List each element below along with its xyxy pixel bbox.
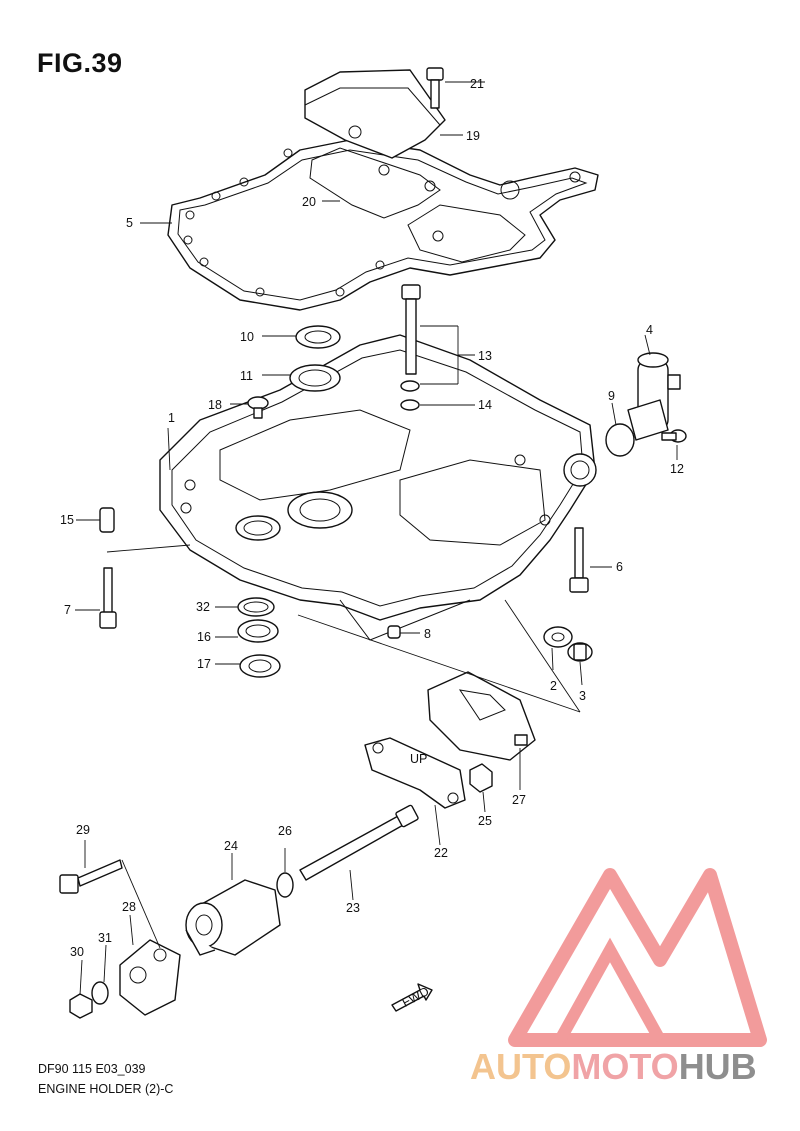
stud-23 [299, 804, 419, 881]
circlip-32 [237, 597, 275, 617]
rubber-mount-24 [185, 879, 281, 956]
callout-10: 10 [240, 330, 254, 344]
pin-8 [387, 625, 401, 639]
bolt-21 [426, 67, 444, 109]
o-ring-9 [605, 423, 635, 457]
nut-30 [69, 993, 93, 1019]
nut-25 [469, 763, 493, 793]
callout-29: 29 [76, 823, 90, 837]
bearing-16 [237, 619, 279, 643]
callout-1: 1 [168, 411, 175, 425]
washer-26 [276, 872, 294, 898]
screw-18 [247, 396, 269, 419]
callout-14: 14 [478, 398, 492, 412]
callout-13: 13 [478, 349, 492, 363]
callout-28: 28 [122, 900, 136, 914]
callout-11: 11 [240, 369, 253, 383]
callout-18: 18 [208, 398, 222, 412]
seal-17 [239, 654, 281, 678]
leader-lines [75, 81, 678, 996]
seal-10 [295, 325, 341, 349]
callout-26: 26 [278, 824, 292, 838]
bolt-29 [59, 859, 123, 894]
dowel-pin-15 [99, 507, 115, 533]
watermark-part-auto: AUTO [470, 1046, 572, 1087]
plate-up-mark: UP [410, 752, 427, 766]
bolt-6 [569, 527, 589, 593]
bolt-13 [401, 284, 421, 375]
callout-3: 3 [579, 689, 586, 703]
callout-7: 7 [64, 603, 71, 617]
watermark-text: AUTOMOTOHUB [470, 1046, 757, 1088]
callout-25: 25 [478, 814, 492, 828]
callout-12: 12 [670, 462, 684, 476]
callout-19: 19 [466, 129, 480, 143]
figure-title: FIG.39 [37, 48, 123, 78]
callout-22: 22 [434, 846, 448, 860]
bolt-7 [99, 567, 117, 629]
callout-8: 8 [424, 627, 431, 641]
plug-3 [567, 642, 593, 662]
gasket-5 [167, 139, 599, 311]
fitting-4 [627, 352, 681, 441]
cover-plate-19 [304, 69, 446, 159]
fwd-label: FWD [400, 984, 432, 1010]
callout-2: 2 [550, 679, 557, 693]
callout-6: 6 [616, 560, 623, 574]
watermark-logo [508, 868, 767, 1047]
screw-12 [661, 429, 687, 443]
callout-32: 32 [196, 600, 210, 614]
watermark-part-moto: MOTO [571, 1046, 679, 1087]
callout-27: 27 [512, 793, 526, 807]
engine-holder-1 [159, 334, 597, 641]
callout-30: 30 [70, 945, 84, 959]
figure-code: DF90 115 E03_039 [38, 1062, 146, 1076]
mount-27 [427, 671, 536, 761]
callout-4: 4 [646, 323, 653, 337]
washer-31 [91, 981, 109, 1005]
callout-31: 31 [98, 931, 112, 945]
callout-17: 17 [197, 657, 211, 671]
callout-labels: 1 2 3 4 5 6 7 8 9 10 11 12 13 14 15 16 1… [60, 77, 684, 959]
callout-5: 5 [126, 216, 133, 230]
washer-14 [400, 380, 420, 411]
figure-name: ENGINE HOLDER (2)-C [38, 1082, 174, 1096]
callout-16: 16 [197, 630, 211, 644]
callout-20: 20 [302, 195, 316, 209]
bracket-28 [119, 939, 181, 1016]
seal-11 [289, 364, 341, 392]
callout-23: 23 [346, 901, 360, 915]
callout-15: 15 [60, 513, 74, 527]
callout-9: 9 [608, 389, 615, 403]
fwd-arrow-icon: FWD [391, 983, 433, 1012]
callout-24: 24 [224, 839, 238, 853]
plate-22: UP [364, 737, 466, 809]
watermark-part-hub: HUB [678, 1046, 757, 1087]
callout-21: 21 [470, 77, 484, 91]
washer-2 [543, 626, 573, 648]
